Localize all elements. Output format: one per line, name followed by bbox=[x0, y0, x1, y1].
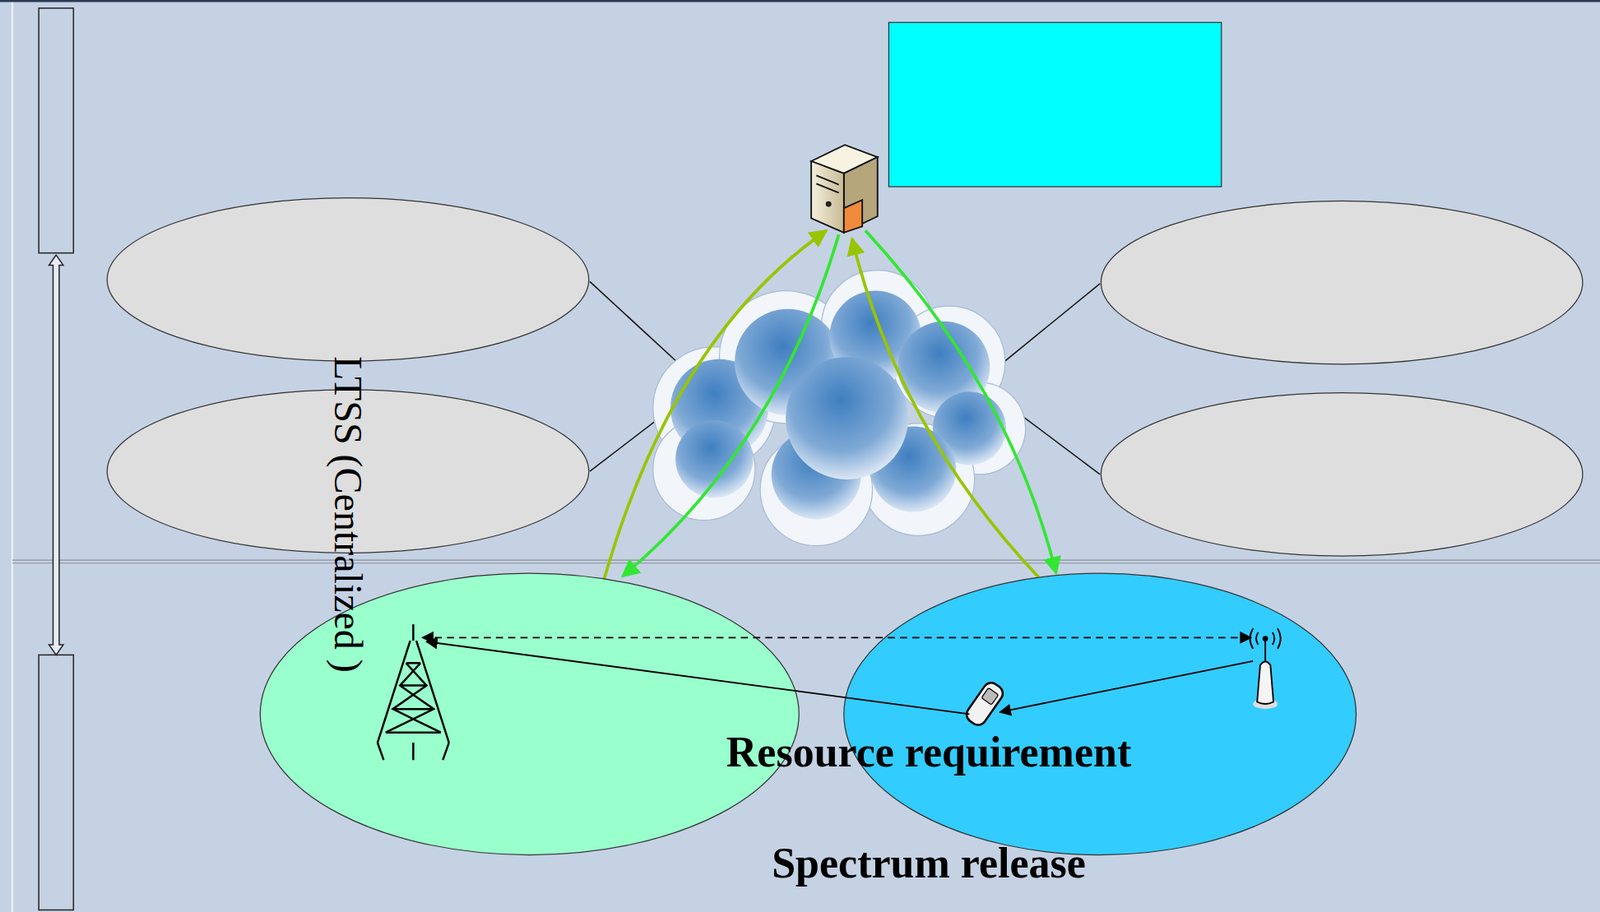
router-icon-part bbox=[1264, 640, 1267, 662]
empty-ellipses-part bbox=[106, 198, 589, 362]
cloud-symbol-part-part bbox=[653, 418, 756, 521]
server-icon-part bbox=[826, 202, 831, 207]
connector-lines-part bbox=[994, 283, 1100, 370]
background-part bbox=[0, 0, 1600, 2]
background-part bbox=[12, 562, 1600, 564]
signalling-arrows-part bbox=[865, 230, 1057, 574]
background-part bbox=[11, 0, 14, 912]
radio-links-part bbox=[422, 636, 1252, 639]
annotation-label: Spectrum release bbox=[771, 839, 1086, 887]
network-areas bbox=[259, 573, 1356, 855]
timescale-label: LTSS (Centralized ) bbox=[325, 356, 370, 673]
cloud-symbol bbox=[653, 270, 1026, 547]
annotation-label: Resource requirement bbox=[726, 728, 1132, 776]
empty-ellipses-part bbox=[1100, 200, 1582, 364]
tower-icon-part bbox=[412, 624, 414, 641]
radio-links bbox=[422, 637, 1254, 715]
timescale-bar bbox=[38, 8, 74, 911]
router-icon-part bbox=[1263, 636, 1268, 641]
tower-icon-part bbox=[385, 663, 441, 733]
signalling-arrows-part bbox=[852, 238, 1039, 578]
server-icon-part bbox=[844, 157, 878, 233]
timescale-bar-part bbox=[49, 255, 64, 655]
timescale-bar-part bbox=[38, 654, 74, 910]
phone-icon-part-part bbox=[981, 687, 999, 705]
phone-icon-part bbox=[963, 679, 1007, 729]
server-icon bbox=[811, 144, 878, 233]
radio-links-part bbox=[1000, 661, 1254, 713]
tower-icon-part bbox=[377, 742, 450, 761]
network-areas-part bbox=[844, 573, 1357, 855]
signalling-arrows-part bbox=[603, 230, 826, 580]
server-icon-part bbox=[816, 183, 839, 193]
cloud-symbol-part bbox=[670, 291, 1007, 520]
tower-icon bbox=[377, 624, 450, 761]
server-icon-part bbox=[844, 199, 863, 233]
signalling-arrows-part bbox=[622, 234, 840, 577]
cloud-symbol-part-part bbox=[785, 357, 909, 480]
empty-ellipses-part bbox=[1100, 393, 1582, 557]
server-icon-part bbox=[816, 175, 839, 185]
router-icon bbox=[1250, 628, 1281, 710]
phone-icon-part-part bbox=[963, 679, 1007, 729]
cyan-panel bbox=[888, 22, 1221, 187]
signalling-arrows bbox=[603, 230, 1057, 580]
background-part bbox=[12, 559, 1600, 561]
tower-icon-part bbox=[385, 663, 441, 733]
cloud-symbol-part bbox=[653, 270, 1026, 547]
server-icon-part bbox=[811, 161, 845, 233]
timescale-bar-part bbox=[38, 8, 74, 254]
router-icon-part bbox=[1256, 661, 1274, 704]
radio-links-part bbox=[426, 641, 970, 715]
phone-icon bbox=[963, 679, 1007, 729]
router-icon-part bbox=[1250, 628, 1281, 650]
tower-icon-part bbox=[377, 640, 450, 743]
cyan-panel-part bbox=[888, 22, 1221, 187]
cloud-symbol-part-part bbox=[675, 420, 753, 498]
